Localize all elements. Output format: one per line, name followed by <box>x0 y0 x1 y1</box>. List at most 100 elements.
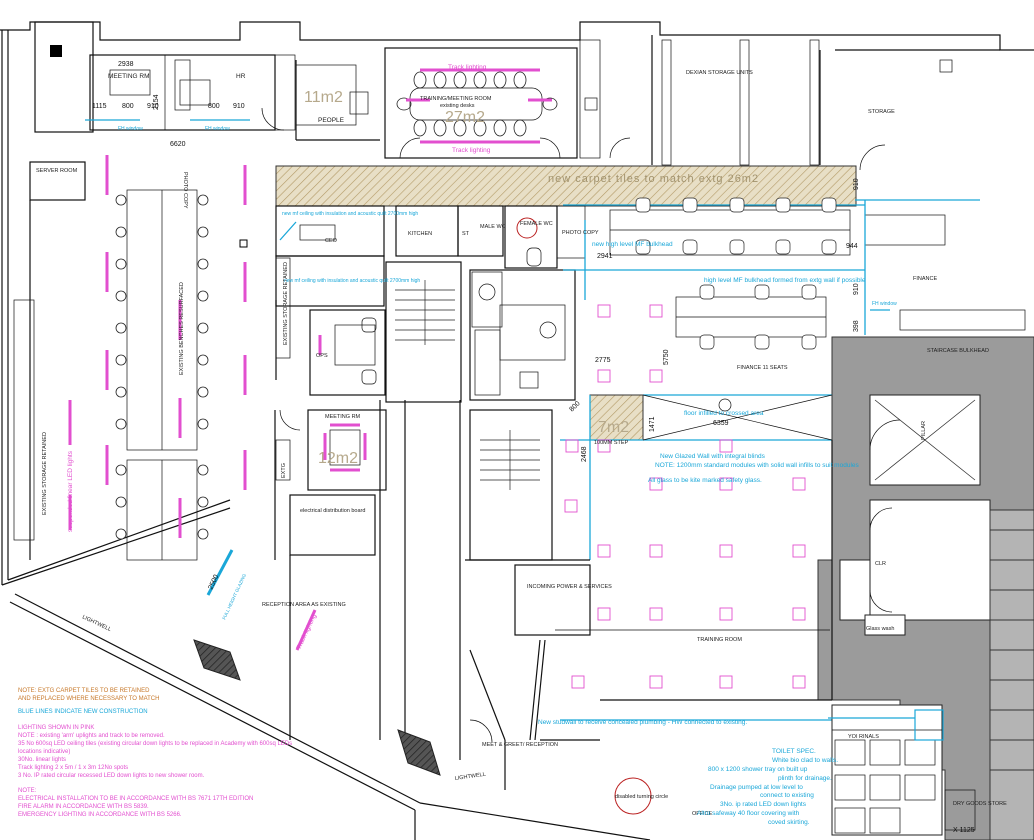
dim-2941: 2941 <box>597 253 613 260</box>
room-male-wc: MALE WC <box>480 224 506 230</box>
room-existing-desks: existing desks <box>440 103 475 109</box>
room-storage: STORAGE <box>868 109 895 115</box>
finance-area <box>609 197 1026 350</box>
room-dry-goods: DRY GOODS STORE <box>953 801 1007 807</box>
toilet-spec-1: White bio clad to walls. <box>772 757 838 764</box>
note-lighting-4: 30No. linear lights <box>18 757 66 763</box>
toilet-spec-5: connect to existing <box>760 792 814 799</box>
toilet-spec-2: 800 x 1200 shower tray on built up <box>708 766 808 773</box>
area-labels: 11m2 27m2 12m2 7m2 new carpet tiles to m… <box>304 89 759 467</box>
room-existing-benches: EXISTING BENCHES RESURFACED <box>179 282 185 375</box>
room-pillar: PILLAR <box>921 421 927 440</box>
dim-6359: 6359 <box>713 420 729 427</box>
room-existing-storage-2: EXISTING STORAGE RETAINED <box>42 432 48 515</box>
track-lighting-1: Track lighting <box>448 64 487 71</box>
room-electrical-board: electrical distribution board <box>300 508 365 514</box>
lower-area <box>193 400 832 815</box>
room-training-meeting: TRAINING/MEETING ROOM <box>420 96 492 102</box>
room-server: SERVER ROOM <box>36 168 78 174</box>
note-electrical-2: ELECTRICAL INSTALLATION TO BE IN ACCORDA… <box>18 796 253 802</box>
training-meeting-room <box>384 39 631 159</box>
room-lightwell-2: LIGHTWELL <box>454 772 486 782</box>
glazed-wall-3: All glass to be kite marked safety glass… <box>648 477 762 484</box>
room-meeting-rm-1: MEETING RM <box>108 73 150 80</box>
note-electrical-3: FIRE ALARM IN ACCORDANCE WITH BS 5839. <box>18 804 149 810</box>
note-lighting-3: locations indicative) <box>18 749 70 755</box>
dim-800c: 800 <box>568 400 581 413</box>
dim-6620: 6620 <box>170 141 186 148</box>
fh-window-2: FH window <box>205 126 230 132</box>
room-ceo: CEO <box>325 238 338 244</box>
room-meet-greet: MEET & GREET/ RECEPTION <box>482 742 558 748</box>
room-existing-storage-1: EXISTING STORAGE RETAINED <box>283 262 289 345</box>
track-lighting-3: Track lighting <box>295 613 318 651</box>
toilet-spec-6: 3No. ip rated LED down lights <box>720 801 807 808</box>
room-st: ST <box>462 231 470 237</box>
mf-ceiling-2: new mf ceiling with insulation and acous… <box>284 278 420 284</box>
note-carpet-2: AND REPLACED WHERE NECESSARY TO MATCH <box>18 696 159 702</box>
room-office: OFFICE <box>692 811 712 817</box>
room-clr: CLR <box>875 561 886 567</box>
room-incoming-power: INCOMING POWER & SERVICES <box>527 584 612 590</box>
outer-walls <box>0 21 1034 840</box>
room-dexian-storage: DEXIAN STORAGE UNITS <box>686 70 753 76</box>
track-lighting-2: Track lighting <box>452 147 491 154</box>
room-meeting-rm-2: MEETING RM <box>325 414 361 420</box>
dim-910a: 910 <box>147 103 159 110</box>
note-lighting-5: Track lighting 2 x 5m / 1 x 3m 12No spot… <box>18 765 128 771</box>
top-left-rooms <box>34 21 380 141</box>
pink-annotations: Track lighting Track lighting Track ligh… <box>67 64 491 651</box>
room-finance: FINANCE <box>913 276 937 282</box>
room-female-wc: FEMALE WC <box>520 221 553 227</box>
toilet-spec-8: coved skirting. <box>768 819 810 826</box>
floor-infilled: floor infilled to crossed area <box>684 410 764 417</box>
note-lighting-1: NOTE : existing 'arm' uplights and track… <box>18 733 165 739</box>
dim-944: 944 <box>846 243 858 250</box>
dim-100mm-step: 100MM STEP <box>594 440 629 446</box>
open-office-left <box>13 155 248 596</box>
toilet-spec-4: Drainage pumped at low level to <box>710 784 803 791</box>
cyan-annotations: FH window FH window FH window new mf cei… <box>118 126 897 826</box>
dim-2500: 2500 <box>207 574 220 591</box>
central-rooms <box>275 205 387 556</box>
high-level-mf-2: high level MF bulkhead formed from extg … <box>704 277 866 284</box>
dim-1471: 1471 <box>649 416 656 432</box>
note-electrical-1: NOTE: <box>18 788 37 794</box>
room-disabled-turning: disabled turning circle <box>615 794 668 800</box>
fh-window-3: FH window <box>872 301 897 307</box>
note-electrical-4: EMERGENCY LIGHTING IN ACCORDANCE WITH BS… <box>18 812 182 818</box>
area-12m2: 12m2 <box>318 450 358 467</box>
area-carpet: new carpet tiles to match extg 26m2 <box>548 173 759 185</box>
dim-1115: 1115 <box>92 103 107 110</box>
fh-window-1: FH window <box>118 126 143 132</box>
studwall-note: New studwall to receive concealed plumbi… <box>538 719 747 726</box>
step-hatch <box>589 394 644 441</box>
storage-units <box>651 35 1000 171</box>
room-urinals: YOI RINALS <box>848 734 879 740</box>
toilet-spec-3: plinth for drainage. <box>778 775 832 782</box>
room-kitchen: KITCHEN <box>408 231 432 237</box>
note-blue-lines: BLUE LINES INDICATE NEW CONSTRUCTION <box>18 709 148 715</box>
area-11m2: 11m2 <box>304 89 343 106</box>
room-reception-area: RECEPTION AREA AS EXISTING <box>262 602 346 608</box>
room-staircase-bulkhead: STAIRCASE BULKHEAD <box>927 348 989 354</box>
toilet-spec-title: TOILET SPEC. <box>772 748 816 755</box>
note-lighting-6: 3 No. IP rated circular recessed LED dow… <box>18 773 205 779</box>
kitchen-wc-block <box>385 204 865 561</box>
toilet-spec-7: Altro safeway 40 floor covering with <box>697 810 800 817</box>
suspended-linear: suspended linear LED lights <box>67 450 74 532</box>
dim-2468: 2468 <box>581 446 588 462</box>
mf-ceiling-1: new mf ceiling with insulation and acous… <box>282 211 418 217</box>
room-extg: EXTG <box>281 463 287 478</box>
room-training-room: TRAINING ROOM <box>697 637 742 643</box>
room-people: PEOPLE <box>318 117 345 124</box>
high-level-mf: new high level MF bulkhead <box>592 241 673 248</box>
dim-910b: 910 <box>233 103 245 110</box>
dim-1125: X 1125 <box>953 827 975 834</box>
full-height-glazing: FULL HEIGHT GLAZING <box>221 573 247 621</box>
dim-398: 398 <box>853 320 860 332</box>
area-27m2: 27m2 <box>445 109 485 126</box>
area-7m2: 7m2 <box>598 419 629 436</box>
notes-block: NOTE: EXTG CARPET TILES TO BE RETAINED A… <box>18 688 292 818</box>
